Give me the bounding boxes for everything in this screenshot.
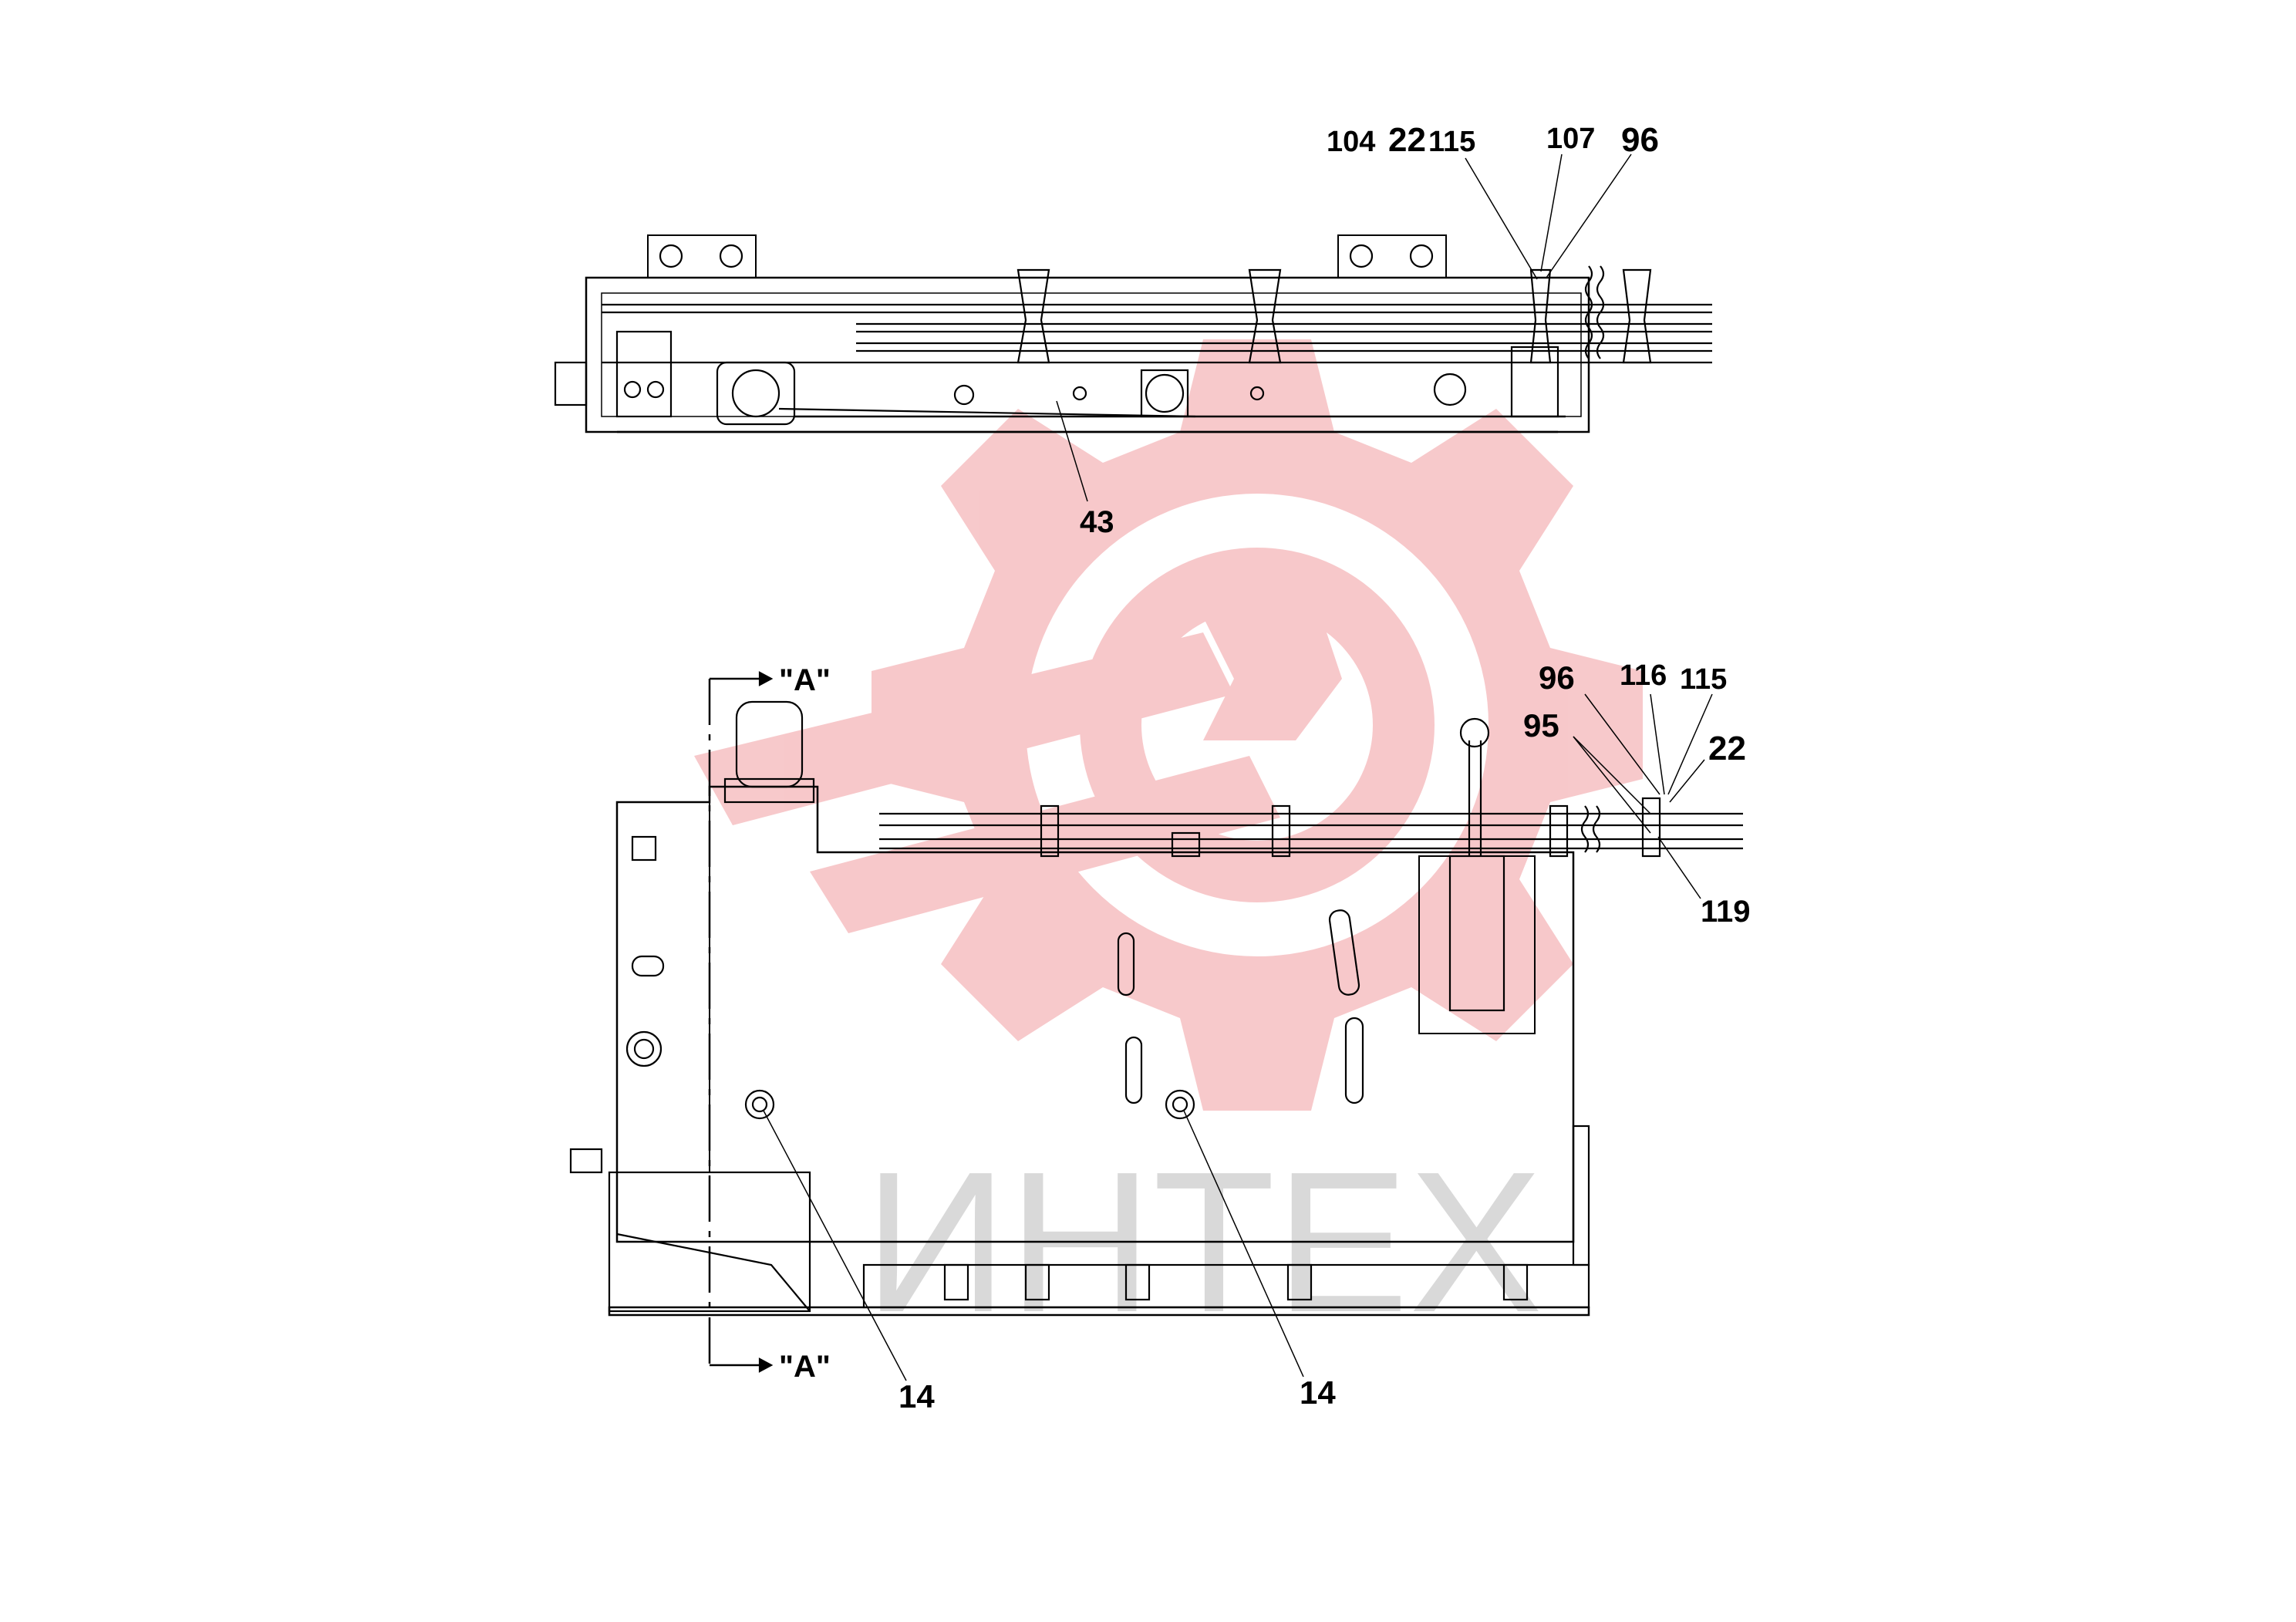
callout-115-top: 115: [1428, 126, 1475, 158]
callouts: 104 22 115 107 96 43 "A" "A" 96 116 115 …: [779, 121, 1751, 1415]
callout-95: 95: [1523, 707, 1559, 744]
callout-14-right: 14: [1300, 1374, 1336, 1411]
callout-22-top: 22: [1388, 121, 1426, 159]
wrench-shape: [694, 632, 1234, 825]
callout-115-bottom: 115: [1680, 663, 1727, 696]
section-label-a-top: "A": [779, 663, 831, 697]
callout-116: 116: [1620, 659, 1667, 692]
callout-22-bottom: 22: [1708, 730, 1746, 767]
callout-43: 43: [1080, 505, 1114, 539]
top-view: [554, 234, 1712, 433]
callout-96-top: 96: [1621, 121, 1659, 159]
callout-119: 119: [1701, 895, 1751, 929]
wrench-head: [1188, 586, 1342, 740]
callout-96-bottom: 96: [1539, 659, 1575, 696]
watermark-gear-logo: [694, 339, 1643, 1111]
front-view: [569, 671, 1743, 1373]
callout-107: 107: [1546, 123, 1595, 155]
leader-lines: [763, 153, 1713, 1381]
section-label-a-bottom: "A": [779, 1350, 831, 1384]
callout-14-left: 14: [899, 1378, 935, 1415]
callout-104: 104: [1327, 126, 1375, 158]
wrench-bar2: [810, 756, 1280, 933]
